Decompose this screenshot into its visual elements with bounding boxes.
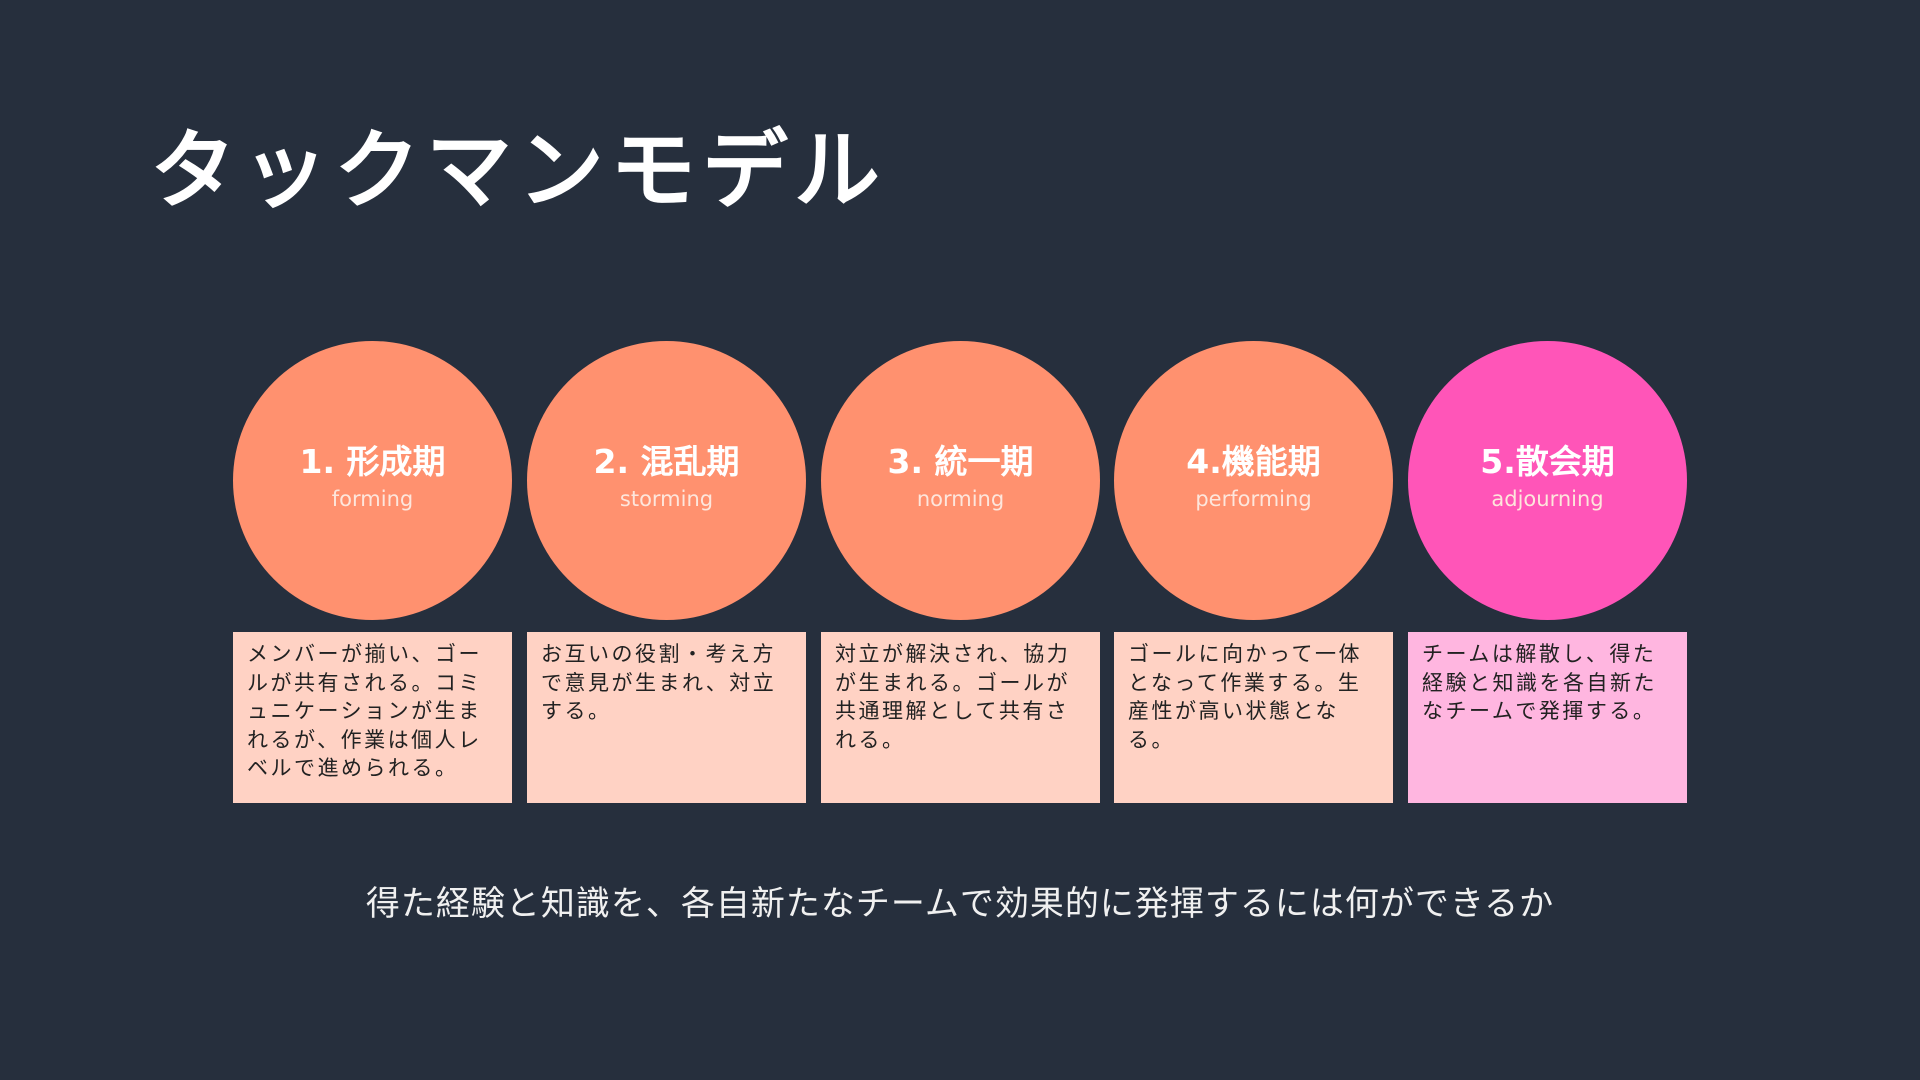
stage-title: 4.機能期 (1186, 441, 1321, 481)
stage-subtitle: performing (1195, 486, 1312, 511)
stage-circle-storming: 2. 混乱期 storming (527, 341, 806, 620)
stage-description-forming: メンバーが揃い、ゴールが共有される。コミュニケーションが生まれるが、作業は個人レ… (233, 632, 512, 803)
stage-subtitle: adjourning (1491, 486, 1604, 511)
stage-description-norming: 対立が解決され、協力が生まれる。ゴールが共通理解として共有される。 (821, 632, 1100, 803)
stage-title: 3. 統一期 (887, 441, 1034, 481)
stage-description-adjourning: チームは解散し、得た経験と知識を各自新たなチームで発揮する。 (1408, 632, 1687, 803)
stage-subtitle: norming (916, 486, 1005, 511)
slide-title: タックマンモデル (150, 121, 886, 221)
stage-circle-adjourning: 5.散会期 adjourning (1408, 341, 1687, 620)
stage-circle-performing: 4.機能期 performing (1114, 341, 1393, 620)
stage-title: 1. 形成期 (299, 441, 446, 481)
stage-subtitle: forming (331, 486, 414, 511)
stage-title: 5.散会期 (1480, 441, 1615, 481)
stage-subtitle: storming (619, 486, 714, 511)
stage-circle-forming: 1. 形成期 forming (233, 341, 512, 620)
stage-description-storming: お互いの役割・考え方で意見が生まれ、対立する。 (527, 632, 806, 803)
stage-title: 2. 混乱期 (593, 441, 740, 481)
stage-circle-norming: 3. 統一期 norming (821, 341, 1100, 620)
stage-description-performing: ゴールに向かって一体となって作業する。生産性が高い状態となる。 (1114, 632, 1393, 803)
question-text: 得た経験と知識を、各自新たなチームで効果的に発揮するには何ができるか (365, 884, 1555, 924)
